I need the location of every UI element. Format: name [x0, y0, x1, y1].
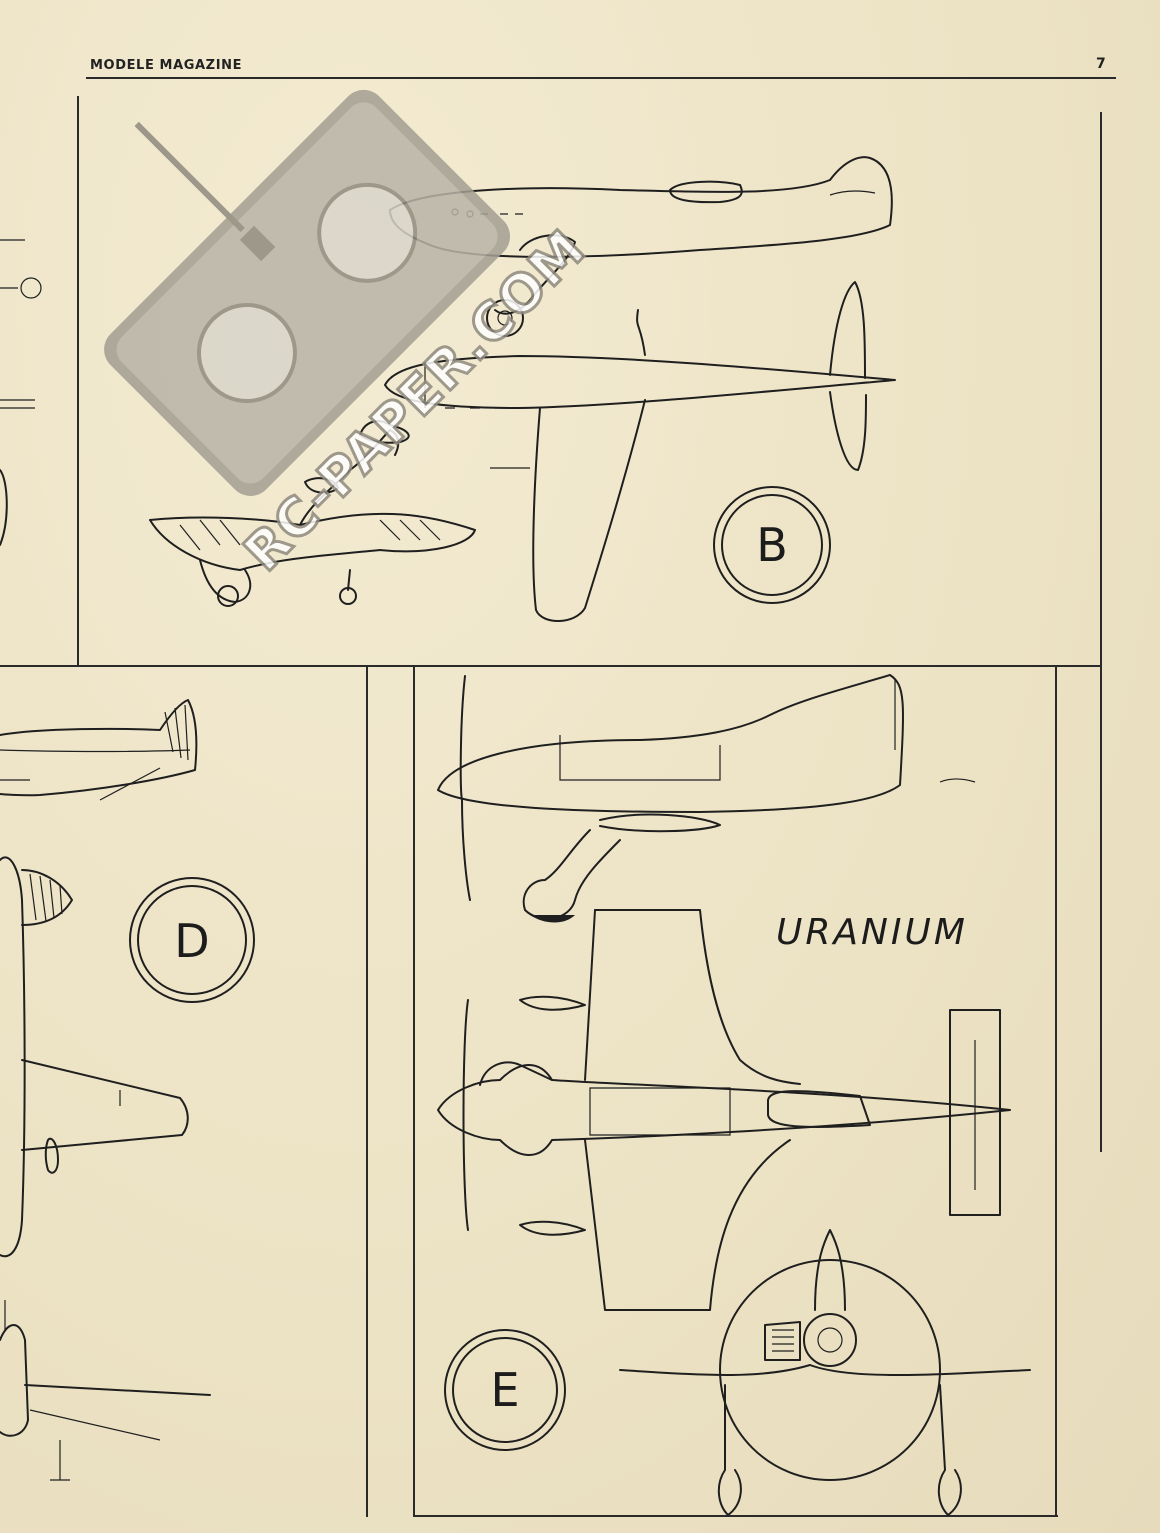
rc-transmitter-watermark: RC-PAPER.COM: [104, 89, 599, 585]
panel-b-right-border: [1100, 112, 1102, 1152]
panel-b-letter-badge: B: [713, 486, 831, 604]
panel-d-front-view: [0, 1300, 211, 1481]
page-number: 7: [1096, 56, 1106, 72]
mid-horizontal-rule: [0, 665, 1102, 667]
panel-b-letter: B: [756, 518, 788, 572]
panel-e-model-name: URANIUM: [776, 912, 968, 953]
panel-e-bottom-border: [413, 1515, 1058, 1517]
panel-b-left-border: [77, 96, 79, 666]
panel-e-side-view: [437, 674, 976, 923]
header-rule: [86, 77, 1116, 79]
publication-title: MODELE MAGAZINE: [90, 58, 243, 73]
panel-e-inner-right-border: [1055, 667, 1057, 1517]
panel-b-perspective-view: [149, 420, 476, 607]
panel-b-top-view: [384, 281, 896, 622]
left-edge-fragments: [0, 239, 42, 546]
panel-d-letter: D: [174, 914, 209, 968]
panel-d-right-border: [366, 667, 368, 1517]
panel-d-top-view: [0, 856, 189, 1258]
panel-e-top-view: [437, 909, 1011, 1311]
panel-e-front-view: [619, 1229, 1031, 1516]
panel-e-letter-badge: E: [444, 1329, 566, 1451]
panel-e-left-border: [413, 667, 415, 1517]
panel-d-side-view: [0, 699, 198, 801]
panel-e-letter: E: [490, 1363, 519, 1417]
panel-d-letter-badge: D: [129, 877, 255, 1003]
model-name-uranium: URANIUM: [776, 912, 968, 953]
